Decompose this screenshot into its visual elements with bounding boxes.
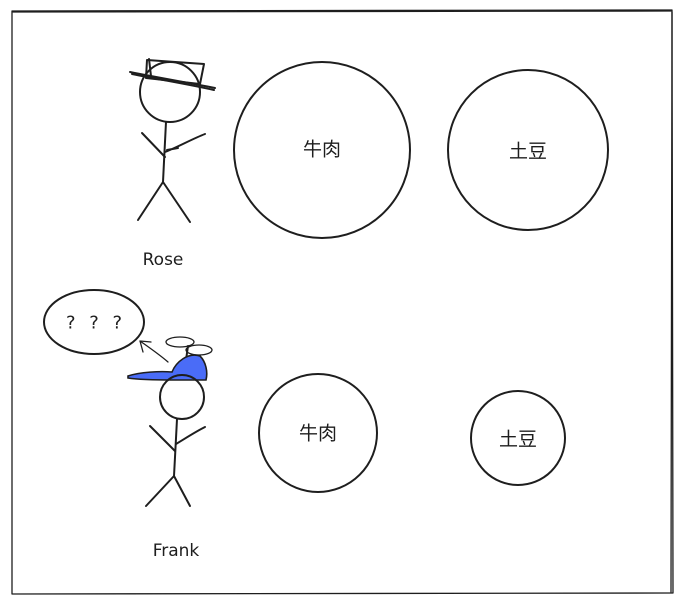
- rose-legs: [137, 181, 191, 223]
- rose-figure: [129, 58, 216, 223]
- frank-speech-bubble: [43, 289, 145, 355]
- frank-potato-circle: [470, 390, 566, 486]
- frank-speech-text: ? ? ?: [65, 312, 127, 334]
- rose-potato-label: 土豆: [508, 140, 548, 163]
- rose-name-label: Rose: [142, 250, 184, 270]
- frank-propeller-cap-icon: [127, 336, 213, 381]
- frank-arms: [149, 425, 206, 452]
- frank-body: [173, 418, 178, 477]
- rose-potato-circle: [447, 69, 609, 231]
- frank-potato-label: 土豆: [498, 428, 538, 451]
- rose-top-hat-icon: [129, 58, 216, 91]
- rose-beef-circle: [233, 61, 411, 239]
- frank-head: [159, 374, 205, 420]
- rose-beef-label: 牛肉: [302, 138, 342, 161]
- frank-beef-label: 牛肉: [298, 422, 338, 445]
- frank-legs: [145, 475, 191, 507]
- rose-arms: [141, 132, 206, 158]
- rose-head: [139, 61, 201, 123]
- frank-beef-circle: [258, 373, 378, 493]
- speech-arrow-icon: [139, 340, 169, 363]
- frank-name-label: Frank: [152, 541, 200, 561]
- frank-figure: [127, 336, 213, 507]
- outer-frame: [11, 9, 674, 595]
